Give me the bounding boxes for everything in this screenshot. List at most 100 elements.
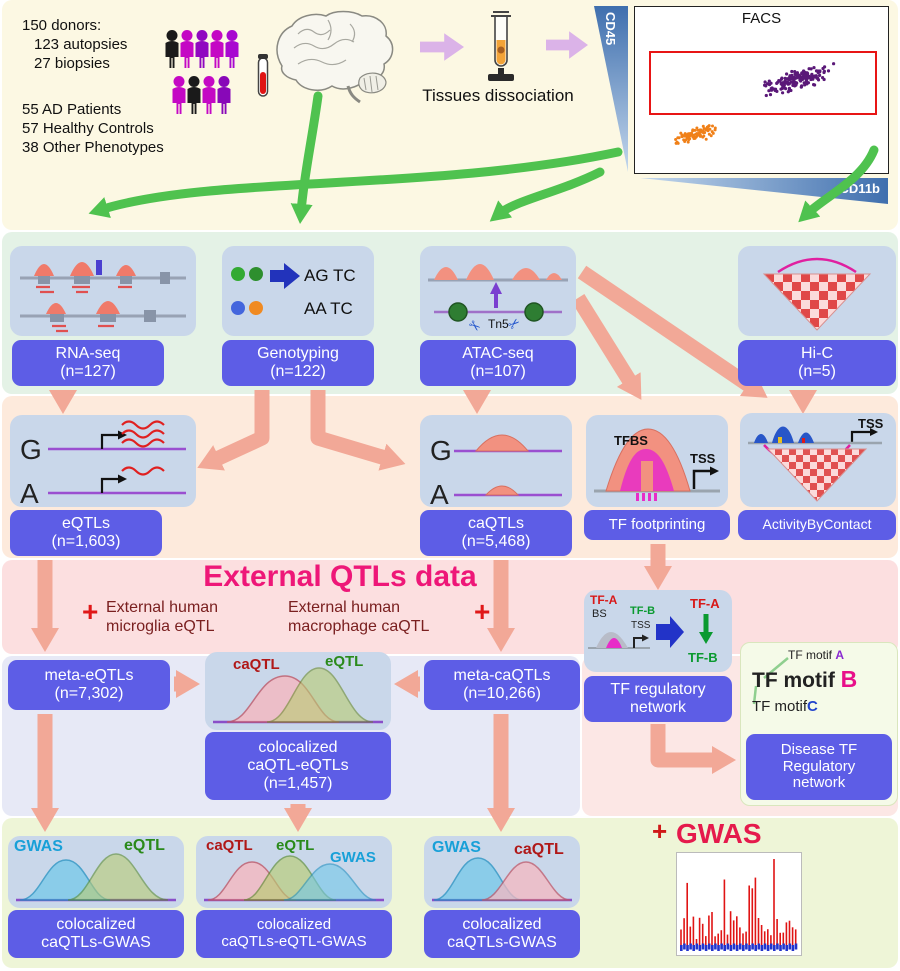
box3-line2: caQTLs-GWAS	[447, 934, 557, 951]
dissociation-label: Tissues dissociation	[422, 86, 574, 105]
meta-eqtls-line2: (n=7,302)	[54, 685, 124, 702]
disease-tf-label: Disease TF Regulatory network	[746, 734, 892, 800]
caqtls-n: (n=5,468)	[461, 533, 531, 550]
facs-microglia-cluster	[763, 62, 836, 98]
coloc-label: colocalized caQTL-eQTLs (n=1,457)	[205, 732, 391, 800]
coloc-gwas-caqtl-icon-box: GWAS caQTL	[424, 836, 580, 908]
tfnet-tss-label: TSS	[631, 620, 651, 631]
donors-icon	[165, 30, 239, 114]
coloc-caqtls-eqtl-gwas-label: colocalized caQTLs-eQTL-GWAS	[196, 910, 392, 958]
caqtls-label: caQTLs (n=5,468)	[420, 510, 572, 556]
hic-label: Hi-C (n=5)	[738, 340, 896, 386]
plus-icon-left: +	[82, 596, 99, 627]
biopsies-count: 27 biopsies	[34, 55, 110, 73]
rnaseq-label-text: RNA-seq	[55, 345, 121, 363]
box1-line1: colocalized	[56, 916, 136, 934]
box2-eqtl-label: eQTL	[276, 837, 314, 854]
tf-foot-tss-label: TSS	[690, 451, 716, 466]
box2-gwas-label: GWAS	[330, 849, 376, 866]
genotyping-label-text: Genotyping	[257, 345, 339, 363]
scissors-icon: ✂	[465, 316, 484, 336]
coloc-gwas-caqtl-icon: GWAS caQTL	[432, 839, 572, 902]
coloc-caqtl-eqtl-gwas-icon-box: caQTL eQTL GWAS	[196, 836, 392, 908]
donors-count: 150 donors:	[22, 17, 102, 34]
autopsies-count: 123 autopsies	[34, 36, 128, 54]
plus-icon-gwas: +	[652, 816, 668, 846]
tfbs-label: TFBS	[614, 433, 648, 448]
tf-motif-c-letter: C	[807, 698, 818, 715]
abc-label-text: ActivityByContact	[762, 516, 872, 533]
abc-label: ActivityByContact	[738, 510, 896, 540]
eqtls-label: eQTLs (n=1,603)	[10, 510, 162, 556]
hic-icon	[762, 257, 872, 331]
coloc-caqtls-gwas-label-1: colocalized caQTLs-GWAS	[8, 910, 184, 958]
tf-motif-b: TF motif B	[752, 666, 857, 693]
facs-other-cluster	[674, 124, 717, 145]
tfnet-tfb-label: TF-B	[630, 605, 655, 617]
coloc-density-icon: caQTL eQTL	[213, 653, 383, 724]
tfnet-tfa2-label: TF-A	[690, 596, 720, 611]
tf-motif-a-prefix: TF motif	[788, 648, 836, 662]
caqtl-allele-g: G	[430, 435, 452, 466]
box3-gwas-label: GWAS	[432, 839, 481, 856]
coloc-line1: colocalized	[258, 739, 338, 757]
eqtls-label-text: eQTLs	[61, 515, 110, 533]
rnaseq-n: (n=127)	[60, 363, 116, 380]
eqtl-allele-a: A	[20, 478, 39, 507]
meta-eqtls-line1: meta-eQTLs	[44, 667, 134, 685]
meta-caqtls-line2: (n=10,266)	[463, 685, 541, 702]
disease-tf-line3: network	[792, 774, 846, 792]
tf-motif-c: TF motifC	[752, 698, 818, 715]
coloc-caqtl-eqtl-gwas-icon: caQTL eQTL GWAS	[204, 837, 384, 902]
tf-footprinting-icon-box: TFBS TSS	[586, 415, 728, 507]
caqtls-icon: G A	[430, 434, 562, 507]
external-macrophage-caqtl-note: External human macrophage caQTL	[288, 598, 429, 636]
disease-tf-line2: Regulatory	[782, 757, 856, 775]
tfnet-tfb2-label: TF-B	[688, 650, 718, 665]
eqtl-allele-g: G	[20, 434, 42, 465]
caqtls-label-text: caQTLs	[467, 515, 524, 533]
tfnet-tfa-label: TF-A	[590, 593, 618, 607]
manhattan-plot	[676, 852, 802, 956]
tf-footprinting-label: TF footprinting	[584, 510, 730, 540]
atacseq-n: (n=107)	[470, 363, 526, 380]
tn5-label: Tn5	[488, 317, 509, 331]
tfnet-bs-label: BS	[592, 608, 607, 620]
tf-motif-c-prefix: TF motif	[752, 698, 807, 715]
abc-icon: TSS	[748, 416, 884, 502]
tf-network-label: TF regulatory network	[584, 676, 732, 722]
rnaseq-icon	[20, 260, 186, 333]
facs-plot: FACS	[634, 6, 889, 174]
facs-title: FACS	[741, 10, 782, 27]
atacseq-icon: Tn5 ✂ ✂	[428, 264, 568, 336]
healthy-controls-count: 57 Healthy Controls	[22, 120, 154, 138]
hic-label-text: Hi-C	[801, 345, 833, 363]
facs-panel: CD45 FACS CD11b	[594, 6, 894, 206]
genotype-row1: AG TC	[304, 266, 356, 285]
caqtls-icon-box: G A	[420, 415, 572, 507]
genotyping-icon-box: AG TC AA TC	[222, 246, 374, 336]
tf-motif-network-edges	[752, 657, 789, 705]
tf-footprinting-icon: TFBS TSS	[594, 428, 720, 501]
external-microglia-eqtl-note: External human microglia eQTL	[106, 598, 218, 636]
genotyping-n: (n=122)	[270, 363, 326, 380]
external-qtls-title: External QTLs data	[203, 560, 477, 593]
hic-icon-box	[738, 246, 896, 336]
brain-icon	[276, 10, 394, 104]
box2-line1: colocalized	[256, 916, 332, 934]
abc-tss-label: TSS	[858, 416, 884, 431]
tf-network-icon-box: TF-A BS TF-B TSS TF-A TF-B	[584, 590, 732, 672]
coloc-caqtl-label: caQTL	[233, 656, 280, 673]
box1-gwas-label: GWAS	[14, 838, 63, 855]
box1-line2: caQTLs-GWAS	[41, 934, 151, 951]
eqtls-icon: G A	[20, 420, 186, 507]
coloc-caqtls-gwas-label-3: colocalized caQTLs-GWAS	[424, 910, 580, 958]
box1-eqtl-label: eQTL	[124, 837, 165, 854]
box2-line2: caQTLs-eQTL-GWAS	[221, 933, 367, 950]
facs-x-axis-wedge: CD11b	[640, 178, 888, 204]
hic-n: (n=5)	[798, 363, 836, 380]
tf-network-line1: TF regulatory	[610, 681, 706, 699]
genotyping-icon: AG TC AA TC	[231, 263, 356, 318]
tf-motif-b-letter: B	[840, 666, 858, 692]
tf-motif-b-prefix: TF motif	[752, 669, 841, 692]
